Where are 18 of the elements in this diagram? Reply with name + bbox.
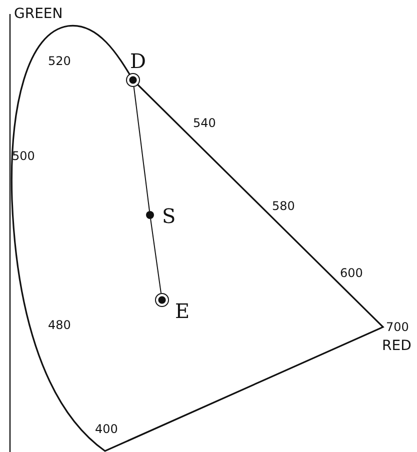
wavelength-label: 540 — [193, 116, 216, 130]
wavelength-label: 520 — [48, 54, 71, 68]
connecting-line — [133, 86, 150, 212]
connecting-line — [150, 218, 162, 294]
wavelength-label: 600 — [340, 266, 363, 280]
wavelength-label: 580 — [272, 199, 295, 213]
point-label: S — [162, 205, 176, 227]
wavelength-label: 700 — [386, 320, 409, 334]
wavelength-label: 400 — [95, 422, 118, 436]
ringed-point — [126, 73, 140, 87]
point-label: D — [130, 50, 146, 72]
wavelength-label: 480 — [48, 318, 71, 332]
point — [146, 211, 154, 219]
ringed-point — [155, 293, 169, 307]
point-label: E — [175, 300, 190, 322]
wavelength-label: 500 — [12, 149, 35, 163]
axis-label: GREEN — [14, 6, 63, 22]
axis-label: RED — [382, 338, 412, 354]
